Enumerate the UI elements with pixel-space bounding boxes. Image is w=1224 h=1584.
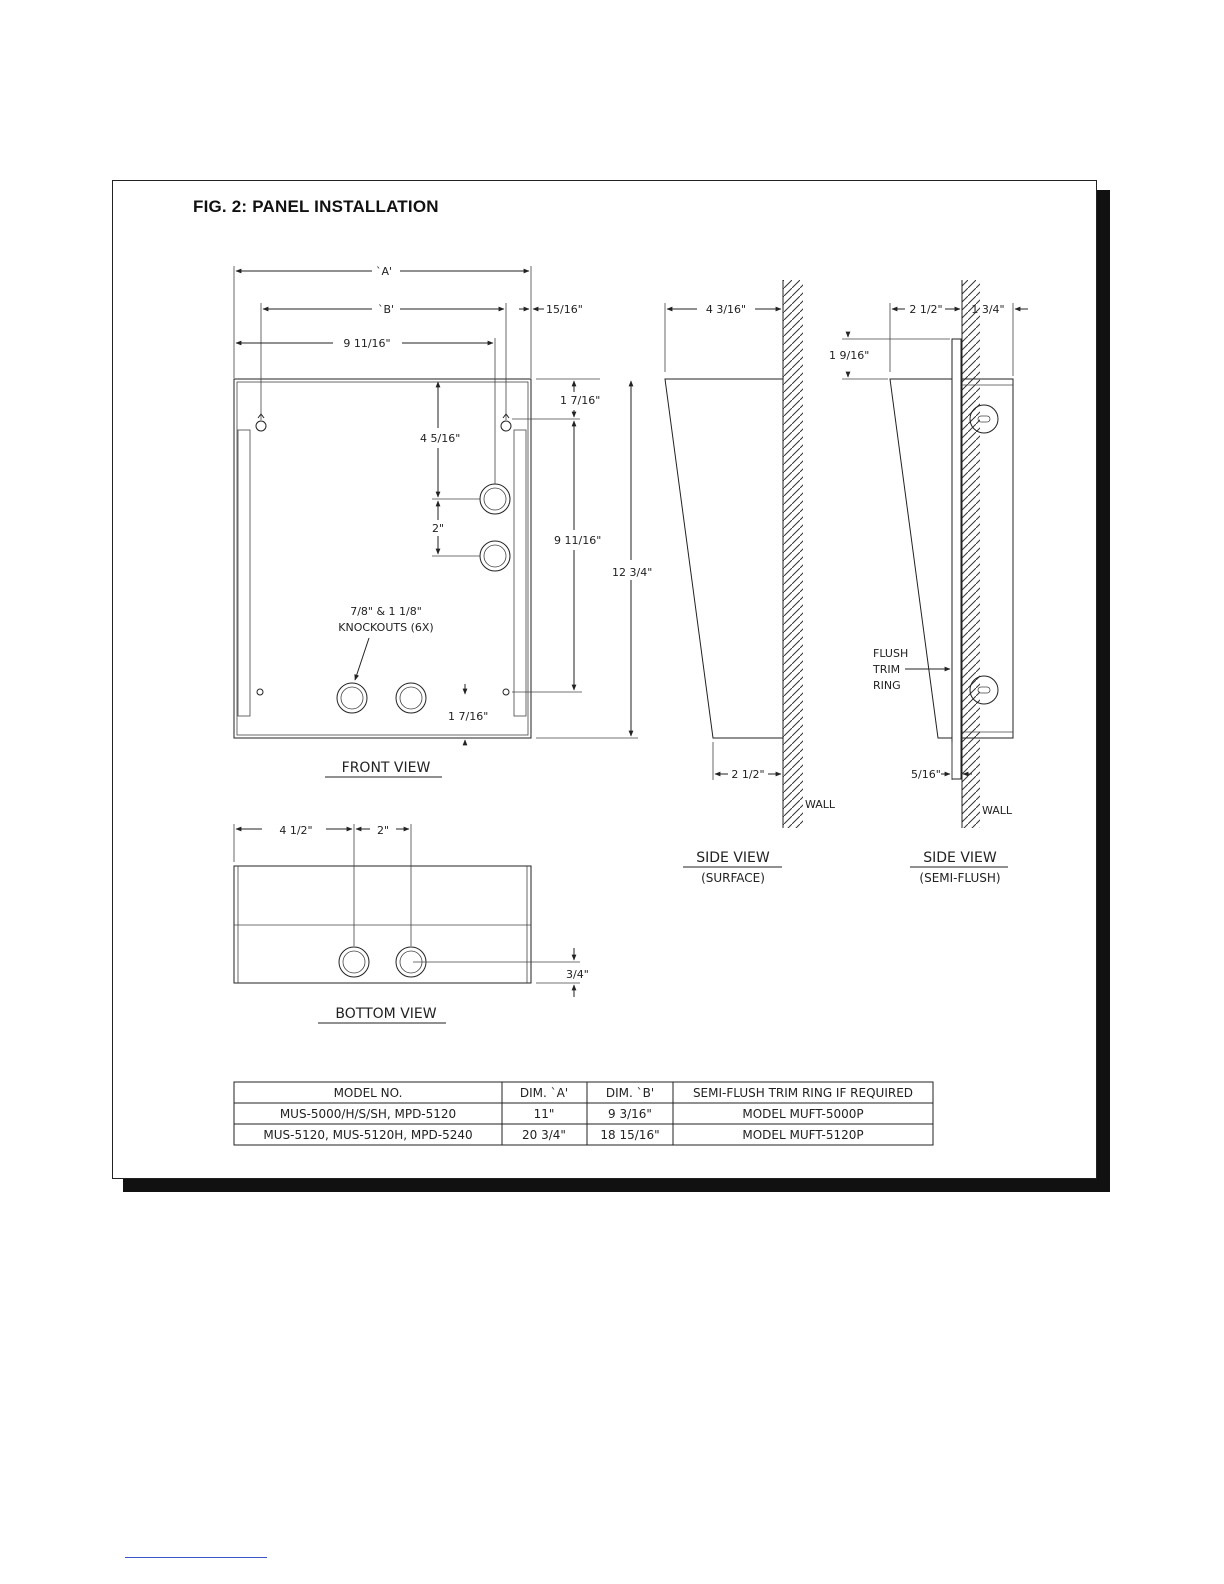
dim-4-5-16-label: 4 5/16" [420,432,460,445]
flush-trim-ring [951,338,962,780]
flush-trim-label-3: RING [873,679,901,692]
table-cell: MUS-5120, MUS-5120H, MPD-5240 [263,1128,472,1142]
front-view-label: FRONT VIEW [342,760,431,776]
knockout-bottom-right [395,682,427,714]
semi-knockout-upper [969,404,999,434]
knockout-upper [479,483,511,515]
bottom-view: 4 1/2" 2" 3/4" BOTTOM VIEW [233,824,589,1024]
table-cell: 18 15/16" [600,1128,659,1142]
knockouts-count-label: KNOCKOUTS (6X) [338,621,433,634]
dim-1-7-16-bottom-label: 1 7/16" [448,710,488,723]
flush-trim-label-2: TRIM [872,663,900,676]
surface-cabinet-profile [664,378,784,739]
left-flange [237,429,251,717]
semi-dim-2-1-2-label: 2 1/2" [909,303,942,316]
dim-4-3-16-label: 4 3/16" [706,303,746,316]
dim-4-1-2-label: 4 1/2" [279,824,312,837]
table-cell: MUS-5000/H/S/SH, MPD-5120 [280,1107,456,1121]
right-flange [513,429,527,717]
dim-9-11-16-side-label: 9 11/16" [554,534,601,547]
bottom-knockout-left [338,946,370,978]
surface-wall-label: WALL [805,798,836,811]
dim-12-3-4-label: 12 3/4" [612,566,652,579]
table-header-dim-a: DIM. `A' [520,1086,568,1100]
dim-9-11-16-top-label: 9 11/16" [343,337,390,350]
knockout-bottom-left [336,682,368,714]
figure-frame [112,180,1097,1179]
knockouts-size-label: 7/8" & 1 1/8" [350,605,422,618]
dim-b-label: `B' [378,303,394,316]
dim-15-16-label: 15/16" [546,303,583,316]
semi-recessed-box [961,378,1014,739]
model-table: MODEL NO. DIM. `A' DIM. `B' SEMI-FLUSH T… [233,1081,934,1146]
footer-rule [125,1557,267,1558]
mount-hole-left [256,688,264,696]
semi-wall-hatch [962,280,980,828]
mount-hole-right [502,688,510,696]
table-cell: 9 3/16" [608,1107,652,1121]
dim-1-9-16-label: 1 9/16" [829,349,869,362]
knockout-middle [479,540,511,572]
surface-wall-hatch [783,280,803,828]
dim-2-label: 2" [432,522,444,535]
flush-trim-label-1: FLUSH [873,647,908,660]
semi-knockout-lower [969,675,999,705]
side-view-surface: 4 3/16" 2 1/2" WALL SIDE VIEW (SURFACE) [664,280,836,885]
side-view-semi-label: SIDE VIEW [923,850,997,866]
dim-5-16-label: 5/16" [911,768,941,781]
semi-wall-label: WALL [982,804,1013,817]
bottom-view-label: BOTTOM VIEW [335,1006,436,1022]
table-cell: MODEL MUFT-5120P [742,1128,863,1142]
dim-1-3-4-label: 1 3/4" [971,303,1004,316]
side-view-semi-flush: 2 1/2" 1 3/4" 1 9/16" FLUSH TRIM RING 5/… [829,280,1028,885]
front-view: `A' `B' 15/16" 9 11/16" 1 7/16" 4 5/16" … [233,265,652,778]
dim-1-7-16-top-label: 1 7/16" [560,394,600,407]
side-view-surface-label: SIDE VIEW [696,850,770,866]
side-view-surface-sublabel: (SURFACE) [701,871,765,885]
figure-title: FIG. 2: PANEL INSTALLATION [193,197,439,216]
dim-a-label: `A' [376,265,392,278]
dim-3-4-label: 3/4" [566,968,589,981]
front-cabinet-outline [233,378,532,739]
surface-dim-2-1-2-label: 2 1/2" [731,768,764,781]
bottom-cabinet-outline [233,865,532,984]
table-header-dim-b: DIM. `B' [606,1086,654,1100]
front-cabinet-inner [236,381,529,736]
table-header-model: MODEL NO. [334,1086,403,1100]
side-view-semi-sublabel: (SEMI-FLUSH) [919,871,1000,885]
bottom-dim-2-label: 2" [377,824,389,837]
table-header-trim-ring: SEMI-FLUSH TRIM RING IF REQUIRED [693,1086,913,1100]
table-cell: 11" [534,1107,555,1121]
table-cell: 20 3/4" [522,1128,566,1142]
table-cell: MODEL MUFT-5000P [742,1107,863,1121]
